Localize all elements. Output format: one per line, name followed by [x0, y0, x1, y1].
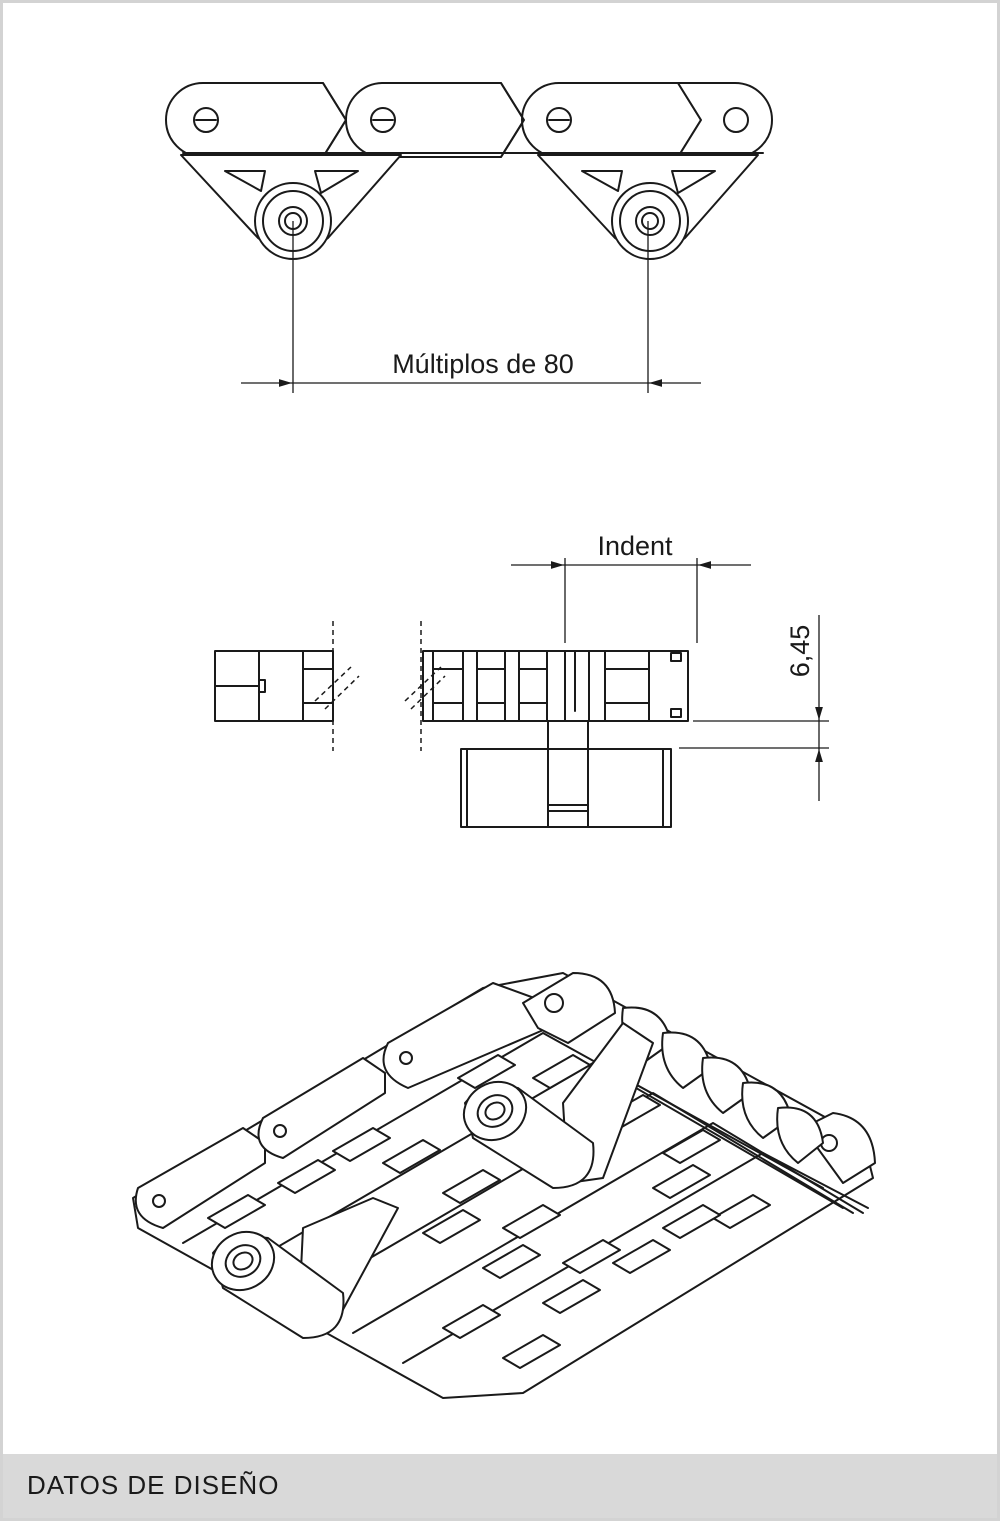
footer-bar: DATOS DE DISEÑO — [3, 1454, 997, 1518]
dimension-indent: Indent — [511, 531, 751, 643]
section-roller — [460, 720, 672, 828]
section-main-block — [404, 621, 689, 751]
dimension-multiples: Múltiplos de 80 — [241, 221, 701, 393]
footer-title: DATOS DE DISEÑO — [27, 1470, 280, 1500]
chain-link-2 — [322, 82, 525, 158]
height-label: 6,45 — [785, 625, 815, 678]
chain-link-3 — [500, 82, 702, 158]
technical-drawing: Múltiplos de 80 — [132, 82, 876, 1399]
iso-rib-stack — [621, 1006, 824, 1164]
chain-cross-section: Indent 6,45 — [214, 531, 829, 828]
iso-link-plates — [134, 972, 876, 1229]
chain-link-1 — [165, 82, 347, 158]
roller-bracket-right — [537, 154, 759, 260]
indent-label: Indent — [597, 531, 673, 561]
section-left-block — [214, 621, 360, 751]
iso-roller-front — [210, 1197, 399, 1339]
dimension-height: 6,45 — [679, 615, 829, 801]
roller-bracket-left — [180, 154, 402, 260]
chain-side-view: Múltiplos de 80 — [165, 82, 773, 393]
chain-link-4 — [677, 82, 773, 158]
chain-isometric-view — [132, 972, 876, 1399]
multiples-label: Múltiplos de 80 — [392, 349, 574, 379]
iso-roller-back — [462, 1022, 654, 1189]
iso-slots — [207, 1054, 771, 1369]
